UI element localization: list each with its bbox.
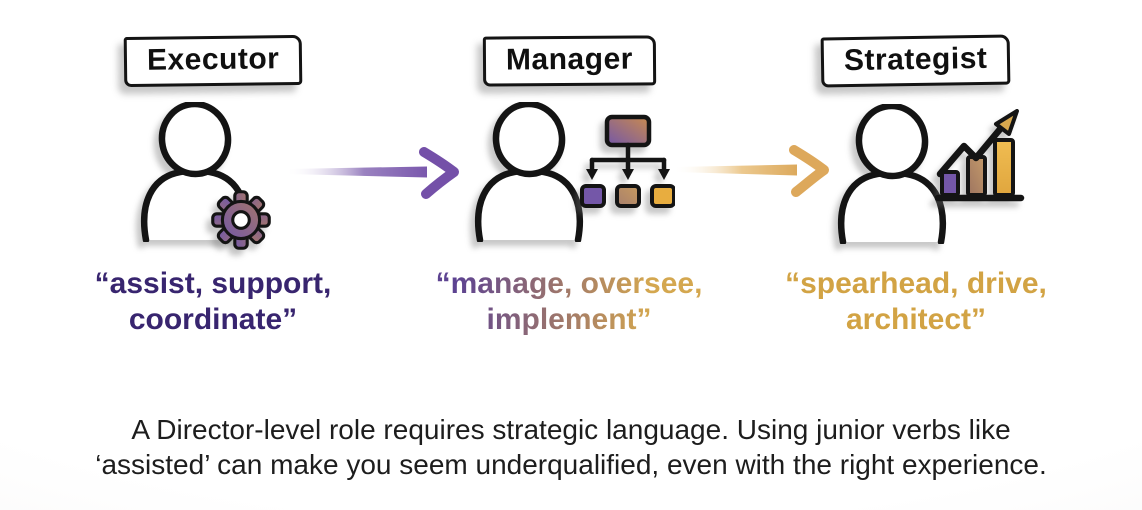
executor-figure xyxy=(43,94,383,250)
quote-line: implement” xyxy=(486,303,652,336)
executor-label: Executor xyxy=(146,42,280,77)
person-icon xyxy=(140,102,250,242)
quote-line: coordinate” xyxy=(128,303,298,336)
executor-column: Executor xyxy=(43,0,383,338)
strategist-quote: “spearhead, drive, architect” xyxy=(785,266,1047,338)
executor-quote: “assist, support, coordinate” xyxy=(95,266,332,338)
strategist-label-box: Strategist xyxy=(820,34,1012,88)
caption: A Director-level role requires strategic… xyxy=(0,412,1142,482)
manager-label-box: Manager xyxy=(482,35,656,87)
manager-figure xyxy=(399,94,739,244)
strategist-label: Strategist xyxy=(844,41,988,78)
quote-line: architect” xyxy=(845,303,987,336)
caption-line-1: A Director-level role requires strategic… xyxy=(131,414,1011,445)
quote-line: “spearhead, drive, xyxy=(785,267,1047,300)
manager-column: Manager xyxy=(399,0,739,338)
executor-label-box: Executor xyxy=(123,34,303,88)
org-chart-icon xyxy=(580,114,675,208)
strategist-figure xyxy=(746,94,1086,244)
manager-quote: “manage, oversee, implement” xyxy=(436,266,703,338)
gear-icon xyxy=(211,190,271,250)
caption-line-2: ‘assisted’ can make you seem underqualif… xyxy=(95,449,1047,480)
person-icon xyxy=(474,102,584,242)
bar-chart-icon xyxy=(935,109,1025,202)
strategist-column: Strategist xyxy=(746,0,1086,338)
arrow-manager-to-strategist-icon xyxy=(674,145,829,197)
quote-line: “manage, oversee, xyxy=(435,267,703,300)
quote-line: “assist, support, xyxy=(94,267,332,300)
person-icon xyxy=(837,104,947,244)
manager-label: Manager xyxy=(505,42,633,77)
arrow-executor-to-manager-icon xyxy=(287,147,459,199)
